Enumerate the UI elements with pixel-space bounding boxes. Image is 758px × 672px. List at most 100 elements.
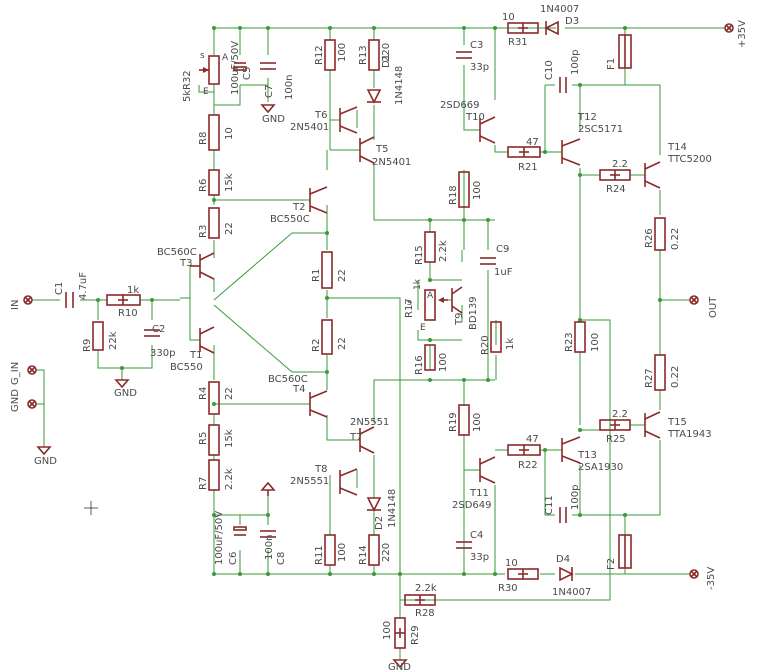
resistor-R23: R23 100 <box>564 321 601 353</box>
svg-text:2SC5171: 2SC5171 <box>578 124 623 135</box>
capacitor-C1: C1 4.7uF <box>54 272 89 308</box>
svg-text:100: 100 <box>472 181 483 200</box>
svg-text:2.2k: 2.2k <box>438 240 449 262</box>
svg-text:5k: 5k <box>182 90 193 102</box>
transistor-T11: T11 2SD649 <box>452 456 496 511</box>
svg-text:T3: T3 <box>179 258 192 269</box>
gnd-symbol-mid <box>260 481 276 496</box>
connector-out: OUT <box>689 295 719 318</box>
capacitor-C2: C2 330p <box>144 324 175 359</box>
connector-gnd: GND <box>10 389 37 412</box>
svg-text:R4: R4 <box>198 387 209 400</box>
svg-text:R26: R26 <box>644 228 655 248</box>
svg-text:47: 47 <box>526 434 539 445</box>
svg-text:100: 100 <box>337 43 348 62</box>
resistor-R15: R15 2.2k <box>414 231 449 265</box>
capacitor-C4: C4 33p <box>456 530 489 563</box>
svg-text:T13: T13 <box>577 450 597 461</box>
capacitor-C6: 100uF/50V C6 <box>214 511 247 565</box>
wires <box>32 27 725 660</box>
svg-text:R20: R20 <box>480 335 491 355</box>
svg-text:220: 220 <box>381 43 392 62</box>
svg-text:BC560C: BC560C <box>157 247 197 258</box>
svg-text:R12: R12 <box>314 45 325 65</box>
crosshair-cursor-icon <box>84 501 98 515</box>
svg-text:T8: T8 <box>314 464 327 475</box>
resistor-R22: R22 47 <box>507 434 541 471</box>
svg-text:D1: D1 <box>381 54 392 68</box>
svg-text:100: 100 <box>590 333 601 352</box>
svg-text:C8: C8 <box>276 552 287 565</box>
resistor-R2: R2 22 <box>311 319 348 355</box>
gnd-symbol-input: GND <box>114 379 137 399</box>
svg-text:4.7uF: 4.7uF <box>78 272 89 300</box>
svg-text:C2: C2 <box>152 324 165 335</box>
svg-text:R16: R16 <box>414 355 425 375</box>
resistor-R16: R16 100 <box>414 344 449 375</box>
svg-text:GND: GND <box>10 389 21 412</box>
svg-text:OUT: OUT <box>708 296 719 318</box>
svg-text:1k: 1k <box>413 278 423 290</box>
svg-text:22: 22 <box>337 269 348 282</box>
svg-text:C6: C6 <box>228 552 239 565</box>
resistor-R24: R24 2.2 <box>599 159 631 195</box>
gnd-symbol-left: GND <box>34 446 57 467</box>
svg-text:2N5551: 2N5551 <box>350 417 389 428</box>
capacitor-C9: C9 1uF <box>480 244 513 278</box>
svg-text:BD139: BD139 <box>468 296 479 330</box>
resistor-R1: R1 22 <box>311 251 348 289</box>
svg-text:R29: R29 <box>410 625 421 645</box>
diode-D1: D1 1N4148 <box>366 54 405 105</box>
svg-text:T14: T14 <box>667 142 687 153</box>
svg-text:22k: 22k <box>108 331 119 350</box>
resistor-R8: R8 10 <box>198 114 235 151</box>
svg-text:GND: GND <box>388 662 411 672</box>
transistor-T9: T9 BD139 <box>451 286 479 330</box>
resistor-R29: 100 R29 <box>382 617 421 649</box>
svg-text:15k: 15k <box>224 429 235 448</box>
gnd-symbol-top: GND <box>260 104 285 125</box>
svg-text:T10: T10 <box>465 112 485 123</box>
svg-text:T4: T4 <box>292 384 305 395</box>
svg-text:1N4007: 1N4007 <box>540 4 579 15</box>
fuse-F2: F2 <box>606 534 632 570</box>
resistor-R13: R13 220 <box>358 39 392 71</box>
svg-text:R30: R30 <box>498 583 518 594</box>
svg-text:1N4007: 1N4007 <box>552 587 591 598</box>
resistor-R3: R3 22 <box>198 207 235 239</box>
diode-D2: D2 1N4148 <box>366 489 398 530</box>
svg-text:2N5401: 2N5401 <box>372 157 411 168</box>
svg-text:IN: IN <box>10 300 21 310</box>
svg-text:R21: R21 <box>518 162 538 173</box>
svg-text:33p: 33p <box>470 62 489 73</box>
transistor-T15: T15 TTA1943 <box>644 411 712 440</box>
svg-text:D2: D2 <box>374 516 385 530</box>
svg-text:100uF/50V: 100uF/50V <box>230 41 241 95</box>
connector-vpos: +35V <box>724 20 748 48</box>
svg-text:T11: T11 <box>469 488 489 499</box>
svg-text:2N5401: 2N5401 <box>290 122 329 133</box>
svg-text:C5: C5 <box>242 67 253 80</box>
svg-text:C7: C7 <box>264 85 275 98</box>
svg-text:C9: C9 <box>496 244 509 255</box>
svg-text:R3: R3 <box>198 225 209 238</box>
svg-text:D3: D3 <box>565 16 579 27</box>
resistor-R18: R18 100 <box>448 171 483 208</box>
svg-text:A: A <box>222 53 229 63</box>
resistor-R7: R7 2.2k <box>198 459 235 491</box>
capacitor-C10: C10 100p <box>544 50 581 93</box>
transistor-T1: T1 BC550 <box>170 326 215 373</box>
transistor-T7: 2N5551 T7 <box>349 417 389 454</box>
svg-text:BC560C: BC560C <box>268 374 308 385</box>
svg-text:2.2: 2.2 <box>612 409 628 420</box>
svg-text:100: 100 <box>382 621 393 640</box>
svg-text:R2: R2 <box>311 339 322 352</box>
resistor-R21: R21 47 <box>507 137 541 173</box>
resistor-R26: R26 0.22 <box>644 217 681 251</box>
resistor-R9: R9 22k <box>82 321 119 352</box>
svg-text:R18: R18 <box>448 185 459 205</box>
svg-text:100n: 100n <box>264 535 275 560</box>
svg-text:R5: R5 <box>198 432 209 445</box>
gnd-symbol-bottom: GND <box>388 659 411 672</box>
